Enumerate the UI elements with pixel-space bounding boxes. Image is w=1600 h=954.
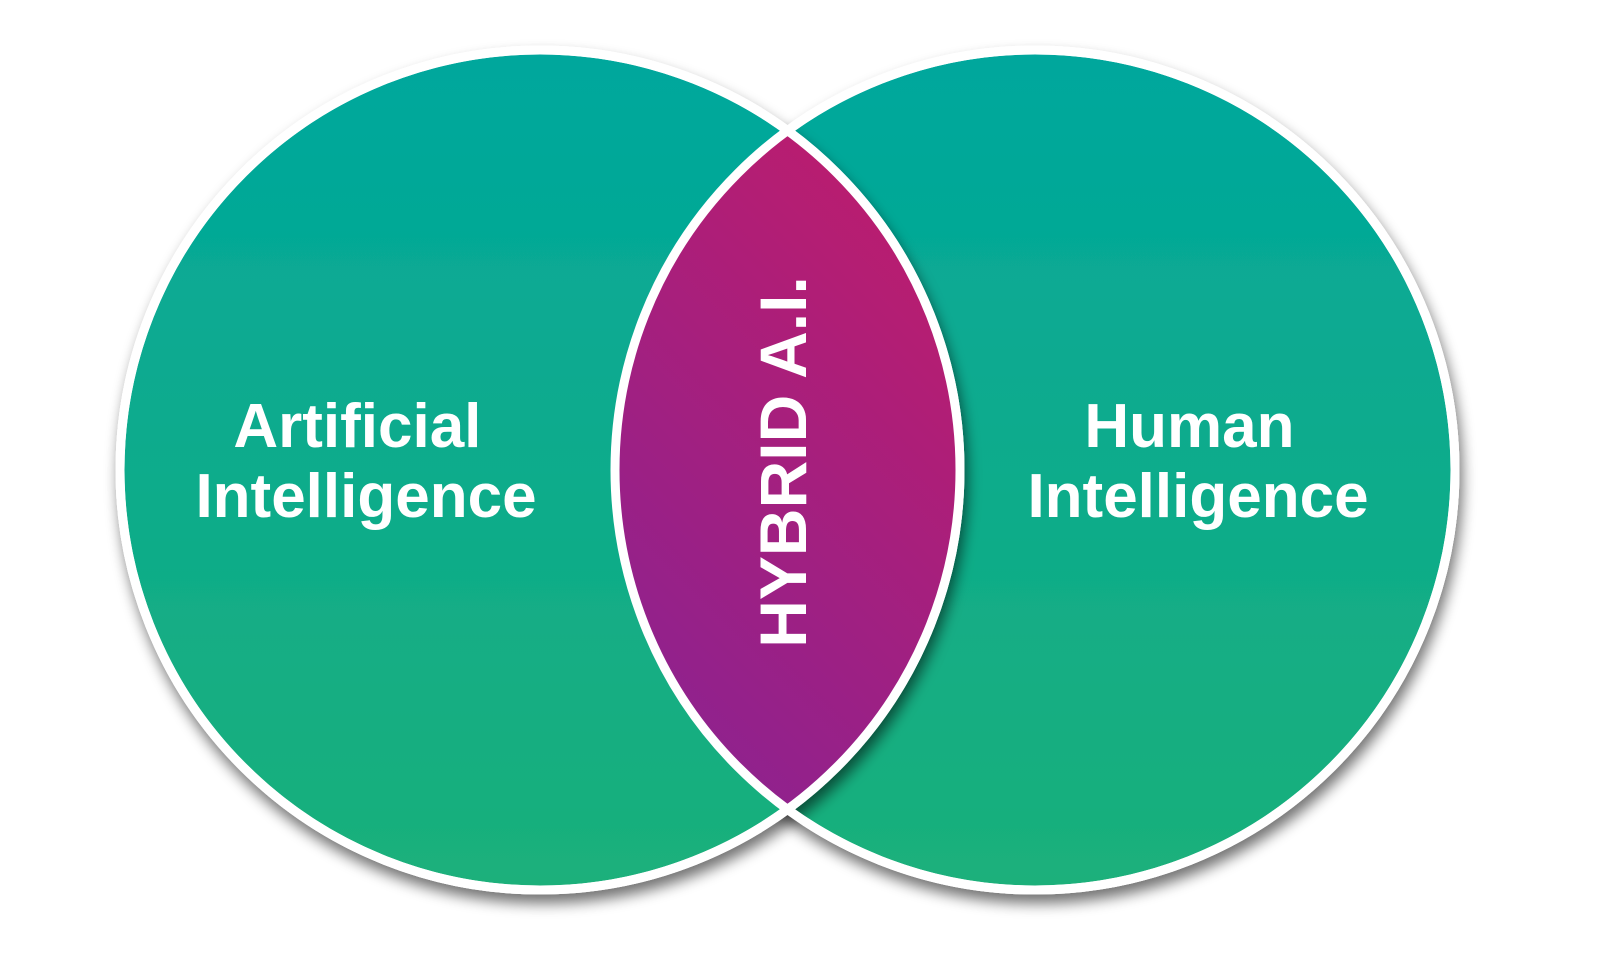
right-label-line1: Human [1084,392,1294,461]
left-circle-outline [115,45,965,895]
left-circle-label: Artificial Intelligence [195,392,536,531]
intersection-label: HYBRID A.I. [746,276,820,648]
left-label-line1: Artificial [233,392,481,461]
right-circle-outline [610,45,1460,895]
left-label-line2: Intelligence [195,462,536,531]
right-label-line2: Intelligence [1027,462,1368,531]
intersection-lens [615,50,960,890]
right-circle-label: Human Intelligence [1027,392,1368,531]
